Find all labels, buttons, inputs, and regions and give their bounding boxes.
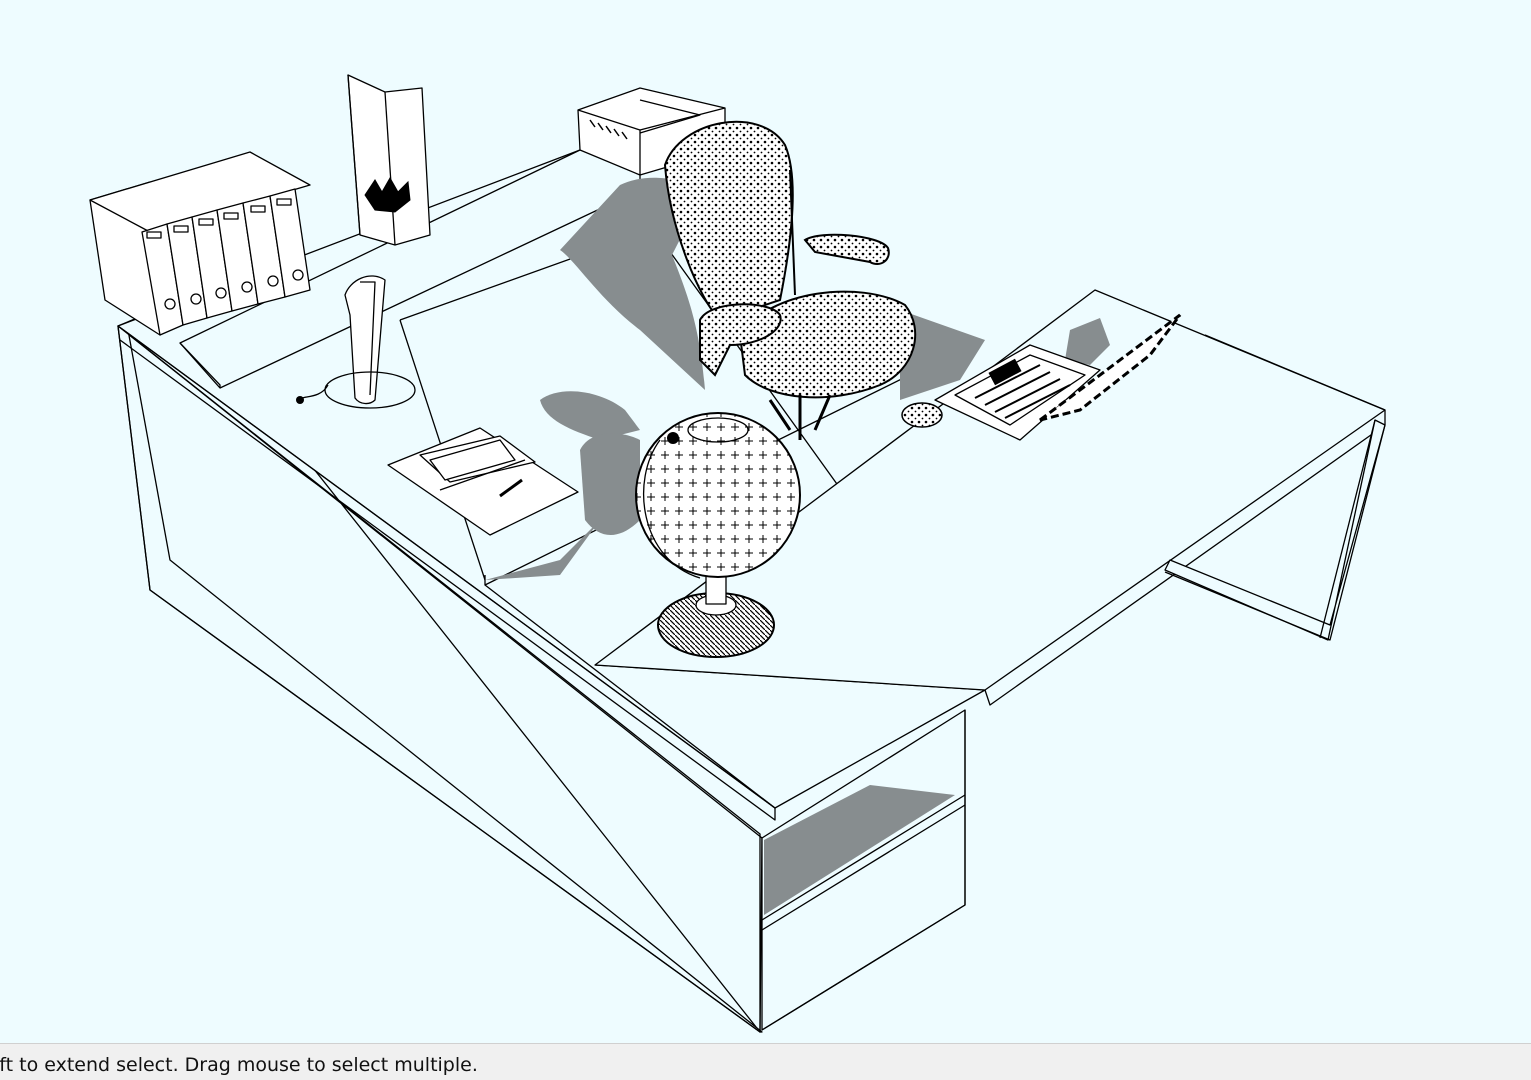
chair-shadow xyxy=(485,177,1110,580)
globe[interactable] xyxy=(635,412,801,658)
chair-arm-right xyxy=(803,233,890,266)
chair-arm-left xyxy=(699,303,782,377)
papers-and-pen[interactable] xyxy=(387,427,579,536)
vase-with-plant[interactable] xyxy=(347,74,431,246)
desk-back-shelf xyxy=(179,149,641,389)
chair-seat xyxy=(738,290,917,399)
laptop-screen xyxy=(1039,313,1182,422)
scene-canvas[interactable] xyxy=(0,0,1531,1043)
laptop[interactable] xyxy=(934,313,1182,441)
status-bar: ift to extend select. Drag mouse to sele… xyxy=(0,1043,1531,1080)
globe-sphere xyxy=(635,412,801,578)
office-chair[interactable] xyxy=(663,120,917,440)
plant-icon xyxy=(364,176,411,213)
status-bar-text: ift to extend select. Drag mouse to sele… xyxy=(0,1054,478,1076)
mouse[interactable] xyxy=(901,402,943,428)
binders[interactable] xyxy=(89,151,311,336)
3d-viewport[interactable] xyxy=(0,0,1531,1043)
desk-lamp[interactable] xyxy=(296,275,416,409)
binder-spines xyxy=(141,188,311,336)
pedestal-shadow xyxy=(764,785,955,915)
